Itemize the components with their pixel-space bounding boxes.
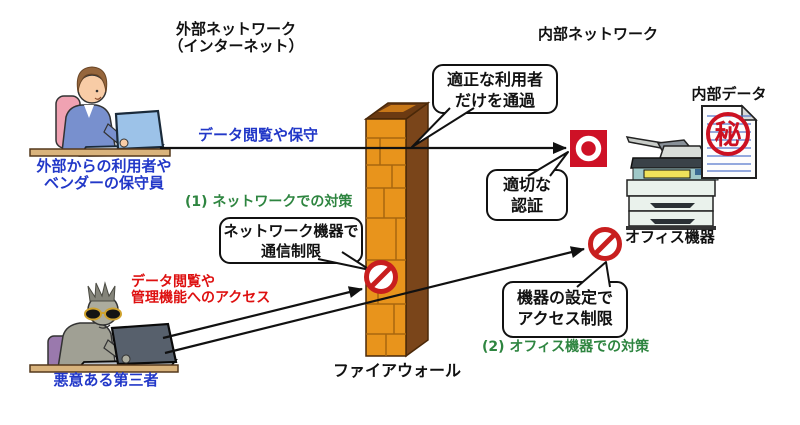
speech-bubble-tail	[411, 107, 475, 148]
callout-authentication-text: 適切な 認証	[487, 174, 567, 216]
tray-handle-2	[650, 219, 695, 224]
external-network-title-line2: （インターネット）	[168, 37, 304, 55]
arrow-malicious-to-device	[164, 246, 585, 355]
countermeasure-2-label: (2) オフィス機器での対策	[482, 339, 650, 355]
speech-bubble	[219, 217, 363, 264]
block-icon-network	[364, 260, 398, 294]
sunglasses-right	[104, 307, 122, 321]
pass-icon	[570, 130, 607, 167]
hand	[121, 354, 131, 364]
speech-bubble-tail	[576, 261, 611, 288]
flow-arrows	[160, 142, 585, 355]
external-network-title-line1: 外部ネットワーク	[175, 20, 297, 38]
mouth	[94, 96, 102, 100]
firewall-top-highlight	[378, 105, 416, 112]
sunglasses-left	[84, 307, 102, 321]
block-icon-device	[588, 227, 622, 261]
countermeasure-1-label: (1) ネットワークでの対策	[185, 194, 353, 210]
speech-bubble	[486, 169, 568, 221]
secret-document: 秘	[701, 104, 758, 179]
tray-handle-1	[650, 203, 695, 208]
smirk	[98, 324, 111, 329]
printer-base	[626, 226, 716, 230]
feeder-tray	[658, 145, 708, 159]
callout-firewall-pass	[411, 64, 558, 148]
callout-device-restriction-line1: 機器の設定で	[516, 288, 613, 307]
callout-device-restriction-text: 機器の設定で アクセス制限	[503, 287, 627, 329]
speech-bubble	[432, 64, 558, 114]
pass-icon-square	[570, 130, 607, 167]
callout-firewall-pass-line1: 適正な利用者	[446, 70, 543, 89]
callout-authentication	[486, 151, 569, 221]
firewall-front	[365, 118, 407, 357]
pass-icon-ring	[575, 135, 602, 162]
page-fold	[741, 104, 758, 121]
callout-authentication-line2: 認証	[510, 196, 543, 215]
confidential-stamp-icon: 秘	[715, 120, 742, 151]
callout-network-restriction-line1: ネットワーク機器で	[223, 222, 359, 240]
malicious-flow-label: データ閲覧や 管理機能へのアクセス	[131, 274, 270, 306]
office-equipment-label: オフィス機器	[625, 228, 715, 246]
legitimate-flow-label: データ閲覧や保守	[198, 126, 319, 144]
hand	[119, 138, 129, 148]
callout-network-restriction-text: ネットワーク機器で 通信制限	[220, 221, 362, 261]
internal-network-title: 内部ネットワーク	[537, 25, 659, 43]
desk	[29, 364, 179, 373]
firewall-illustration	[363, 101, 431, 358]
shirt	[84, 105, 94, 118]
callout-device-restriction	[502, 261, 628, 338]
printer-illustration	[625, 136, 721, 230]
callout-firewall-pass-line2: だけを通過	[454, 91, 535, 110]
callout-authentication-line1: 適切な	[502, 175, 551, 194]
hair	[76, 66, 108, 93]
speech-bubble	[502, 281, 628, 338]
external-user-label: 外部からの利用者や ベンダーの保守員	[36, 158, 171, 192]
printer-body	[626, 179, 716, 197]
eye	[95, 89, 99, 93]
malicious-user-illustration	[29, 281, 179, 373]
malicious-flow-label-line2: 管理機能へのアクセス	[131, 290, 271, 306]
laptop-screen	[110, 322, 178, 366]
arrow-malicious-to-network	[162, 286, 363, 340]
internal-data-label: 内部データ	[691, 85, 767, 103]
external-network-title: 外部ネットワーク （インターネット）	[168, 21, 303, 55]
firewall-label: ファイアウォール	[332, 361, 462, 380]
malicious-user-label: 悪意ある第三者	[53, 371, 159, 389]
callout-network-restriction	[219, 217, 371, 271]
malicious-flow-label-line1: データ閲覧や	[131, 274, 215, 290]
output-slot	[643, 169, 691, 179]
external-user-label-line2: ベンダーの保守員	[43, 174, 165, 192]
confidential-stamp-ring	[706, 112, 750, 156]
suit-torso	[61, 104, 117, 153]
spiky-hair	[87, 281, 116, 302]
callout-firewall-pass-text: 適正な利用者 だけを通過	[433, 69, 557, 111]
desk	[29, 148, 171, 157]
speech-bubble-tail	[527, 151, 569, 177]
callout-network-restriction-line2: 通信制限	[260, 242, 321, 260]
external-user-illustration	[29, 66, 171, 157]
external-user-label-line1: 外部からの利用者や	[36, 157, 172, 175]
callout-device-restriction-line2: アクセス制限	[517, 309, 613, 328]
